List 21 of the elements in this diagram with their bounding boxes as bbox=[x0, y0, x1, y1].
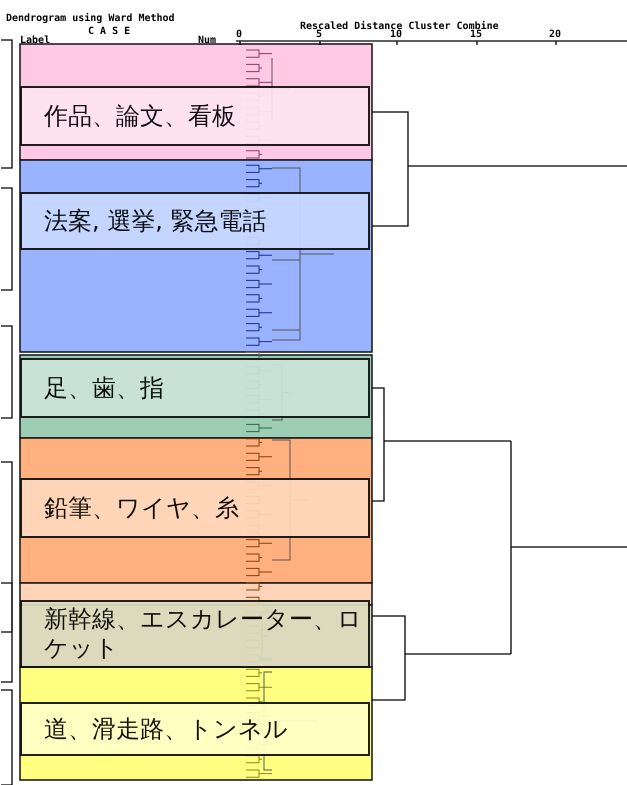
cluster-label-box bbox=[20, 702, 370, 756]
cluster-label: 法案, 選挙, 緊急電話 bbox=[44, 206, 267, 236]
tick-label: 5 bbox=[316, 30, 322, 40]
cluster-label: 道、滑走路、トンネル bbox=[44, 714, 288, 744]
cluster-label-box bbox=[20, 358, 370, 418]
tick-label: 10 bbox=[390, 30, 402, 40]
column-header: C A S E bbox=[88, 27, 130, 37]
cluster-label: 鉛筆、ワイヤ、糸 bbox=[44, 494, 239, 522]
column-header: Label bbox=[20, 36, 50, 46]
tick-label: 0 bbox=[236, 30, 242, 40]
tick-label: 20 bbox=[549, 30, 562, 40]
cluster-label: 作品、論文、看板 bbox=[44, 102, 236, 130]
cluster-label-box bbox=[20, 600, 370, 668]
cluster-label: 足、歯、指 bbox=[44, 374, 164, 402]
column-header: Num bbox=[198, 36, 216, 46]
tick-label: 15 bbox=[470, 30, 482, 40]
cluster-label-box bbox=[20, 478, 370, 538]
chart-title: Dendrogram using Ward Method bbox=[6, 14, 175, 24]
cluster-label-box bbox=[20, 192, 370, 250]
cluster-label-box bbox=[20, 86, 370, 146]
cluster-label: 新幹線、エスカレーター、ロケット bbox=[44, 605, 363, 663]
